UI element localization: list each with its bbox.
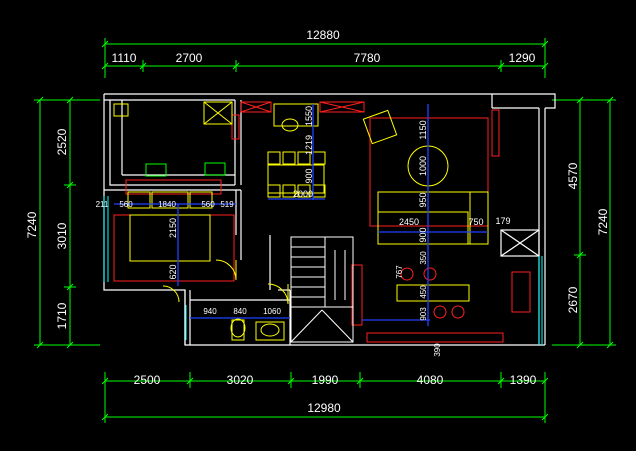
interior-dimension-label: 940 [203, 307, 217, 316]
interior-dimension-label: 2000 [293, 189, 313, 199]
bottom-segment-dimension: 1390 [510, 373, 537, 387]
dimension-lines [34, 38, 616, 423]
interior-dimension-label: 1550 [304, 106, 314, 126]
bottom-segment-dimension: 3020 [227, 373, 254, 387]
interior-dimension-label: 750 [468, 217, 483, 227]
interior-dimension-label: 1150 [418, 120, 428, 139]
staircase [290, 236, 354, 343]
interior-dimension-label: 903 [419, 307, 428, 321]
interior-dimension-label: 1840 [158, 200, 176, 209]
kitchen-appliances [145, 162, 226, 177]
red-elements [113, 101, 531, 343]
dimension-labels-left: 7240 2520 3010 1710 [25, 128, 69, 329]
interior-dimension-label: 950 [418, 192, 428, 207]
interior-dimension-label: 620 [168, 264, 178, 279]
interior-dimension-label: 179 [495, 216, 510, 226]
bottom-segment-dimension: 4080 [417, 373, 444, 387]
interior-dimension-label: 840 [233, 307, 247, 316]
bottom-overall-dimension: 12980 [307, 401, 341, 415]
interior-dimension-label: 1060 [263, 307, 281, 316]
right-segment-dimension: 2670 [566, 286, 580, 313]
interior-dimension-label: 450 [419, 285, 428, 299]
interior-dimension-label: 211 [96, 200, 109, 209]
interior-dimension-label: 1000 [418, 156, 428, 176]
right-overall-dimension: 7240 [596, 208, 610, 235]
top-segment-dimension: 7780 [354, 51, 381, 65]
bottom-segment-dimension: 2500 [134, 373, 161, 387]
interior-dimension-label: 2150 [168, 218, 178, 238]
left-segment-dimension: 1710 [55, 302, 69, 329]
dimension-labels-bottom: 2500 3020 1990 4080 1390 12980 [134, 373, 537, 415]
interior-dimension-labels: 1550 1219 900 2000 1150 1000 950 2450 75… [96, 106, 511, 357]
left-segment-dimension: 2520 [55, 128, 69, 155]
interior-dimension-label: 1219 [304, 135, 314, 155]
dimension-labels-top: 12880 1110 2700 7780 1290 [112, 28, 536, 65]
dimension-labels-right: 4570 2670 7240 [566, 162, 610, 313]
interior-dimensions [114, 104, 488, 326]
top-segment-dimension: 1110 [112, 51, 137, 65]
left-overall-dimension: 7240 [25, 211, 39, 238]
top-segment-dimension: 1290 [509, 51, 536, 65]
left-segment-dimension: 3010 [55, 222, 69, 249]
interior-dimension-label: 900 [304, 168, 314, 183]
interior-dimension-label: 560 [119, 200, 133, 209]
windows [103, 196, 543, 345]
interior-dimension-label: 2450 [399, 217, 419, 227]
interior-dimension-label: 560 [201, 200, 215, 209]
top-overall-dimension: 12880 [306, 28, 340, 42]
interior-dimension-label: 767 [395, 265, 404, 279]
interior-dimension-label: 350 [419, 251, 428, 265]
furniture [113, 101, 489, 341]
interior-dimension-label: 519 [220, 200, 234, 209]
top-segment-dimension: 2700 [176, 51, 203, 65]
doors [162, 259, 289, 305]
right-segment-dimension: 4570 [566, 162, 580, 189]
interior-dimension-label: 390 [433, 343, 442, 357]
interior-dimension-label: 900 [418, 227, 428, 242]
bottom-segment-dimension: 1990 [312, 373, 339, 387]
